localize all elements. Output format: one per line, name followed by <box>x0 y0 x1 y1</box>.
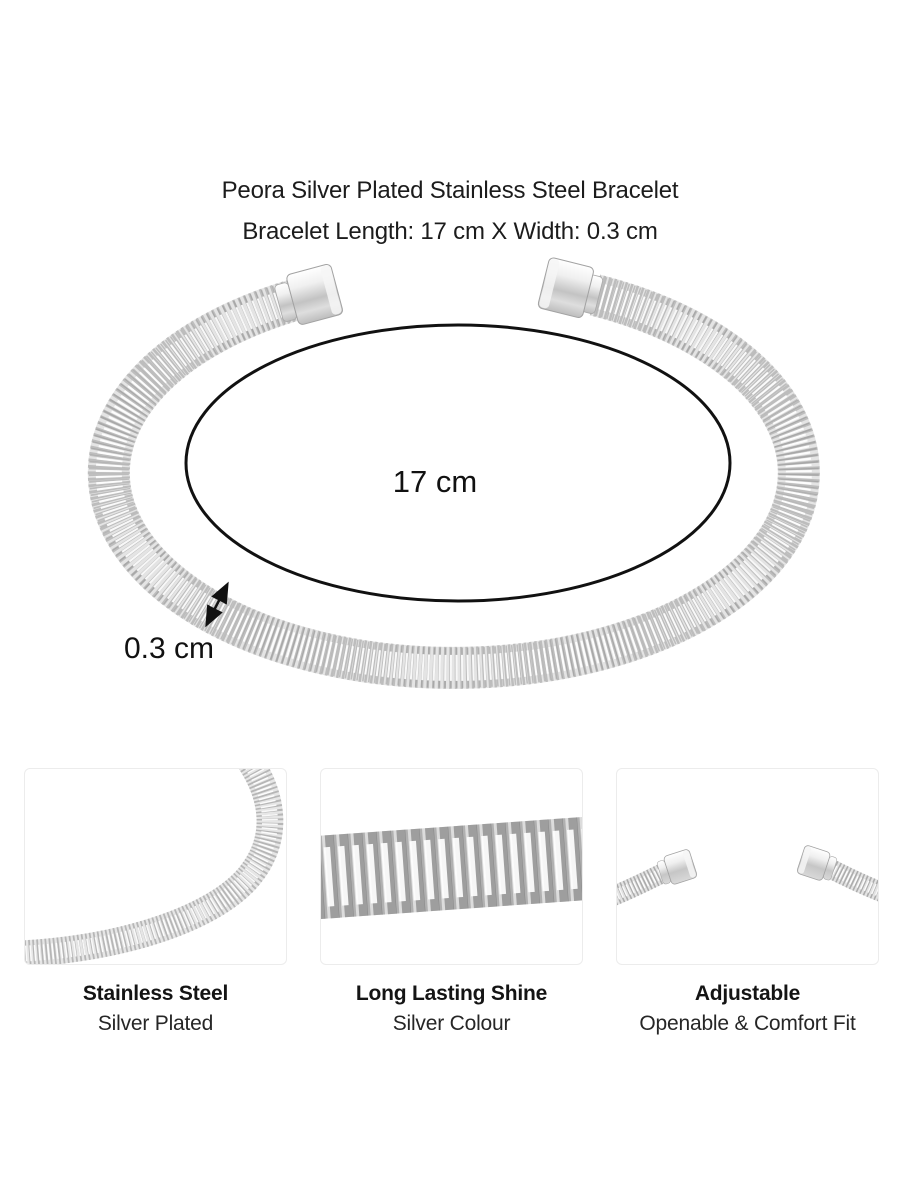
width-dimension-arrow <box>205 581 229 628</box>
feature-panel-stainless-steel <box>24 768 287 965</box>
feature-title: Stainless Steel <box>82 982 229 1005</box>
bracelet-hero-image: 17 cm 0.3 cm <box>87 257 820 689</box>
feature-title: Long Lasting Shine <box>355 982 548 1005</box>
product-title-block: Peora Silver Plated Stainless Steel Brac… <box>0 170 900 252</box>
feature-caption-adjustable: Adjustable Openable & Comfort Fit <box>616 978 879 1039</box>
feature-panel-adjustable <box>616 768 879 965</box>
right-end-cap <box>537 257 604 318</box>
length-dimension-label: 17 cm <box>393 464 477 499</box>
feature-subtitle: Silver Plated <box>97 1012 214 1035</box>
feature-subtitle: Silver Colour <box>392 1012 511 1035</box>
feature-caption-long-lasting-shine: Long Lasting Shine Silver Colour <box>320 978 583 1039</box>
product-title: Peora Silver Plated Stainless Steel Brac… <box>221 177 679 204</box>
feature-subtitle: Openable & Comfort Fit <box>639 1012 856 1035</box>
product-dimensions-subtitle: Bracelet Length: 17 cm X Width: 0.3 cm <box>242 218 658 245</box>
bracelet-coil-band <box>87 274 820 689</box>
dimension-ellipse <box>184 323 732 603</box>
coil-texture-closeup-photo <box>321 817 582 920</box>
width-dimension-label: 0.3 cm <box>124 632 214 665</box>
left-end-cap <box>274 263 343 325</box>
feature-panel-long-lasting-shine <box>320 768 583 965</box>
open-ends-with-caps-photo <box>617 845 878 906</box>
bracelet-curve-photo <box>25 769 284 964</box>
feature-title: Adjustable <box>694 982 801 1005</box>
right-open-end <box>796 845 878 902</box>
feature-caption-stainless-steel: Stainless Steel Silver Plated <box>24 978 287 1039</box>
left-open-end <box>617 849 698 906</box>
